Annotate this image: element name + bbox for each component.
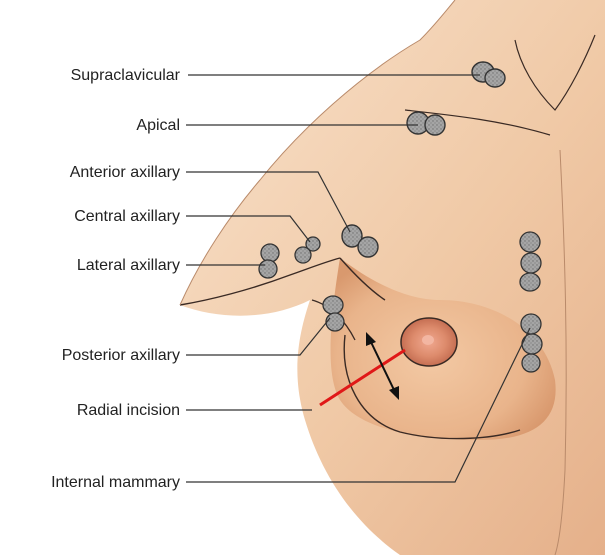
label-posterior-axillary: Posterior axillary <box>62 347 180 364</box>
label-internal-mammary: Internal mammary <box>51 474 180 491</box>
nipple <box>422 335 434 345</box>
label-radial-incision: Radial incision <box>77 402 180 419</box>
label-central-axillary: Central axillary <box>74 208 180 225</box>
label-anterior-axillary: Anterior axillary <box>70 164 180 181</box>
label-supraclavicular: Supraclavicular <box>71 67 181 84</box>
label-lateral-axillary: Lateral axillary <box>77 257 180 274</box>
label-apical: Apical <box>136 117 180 134</box>
torso-skin <box>180 0 605 555</box>
